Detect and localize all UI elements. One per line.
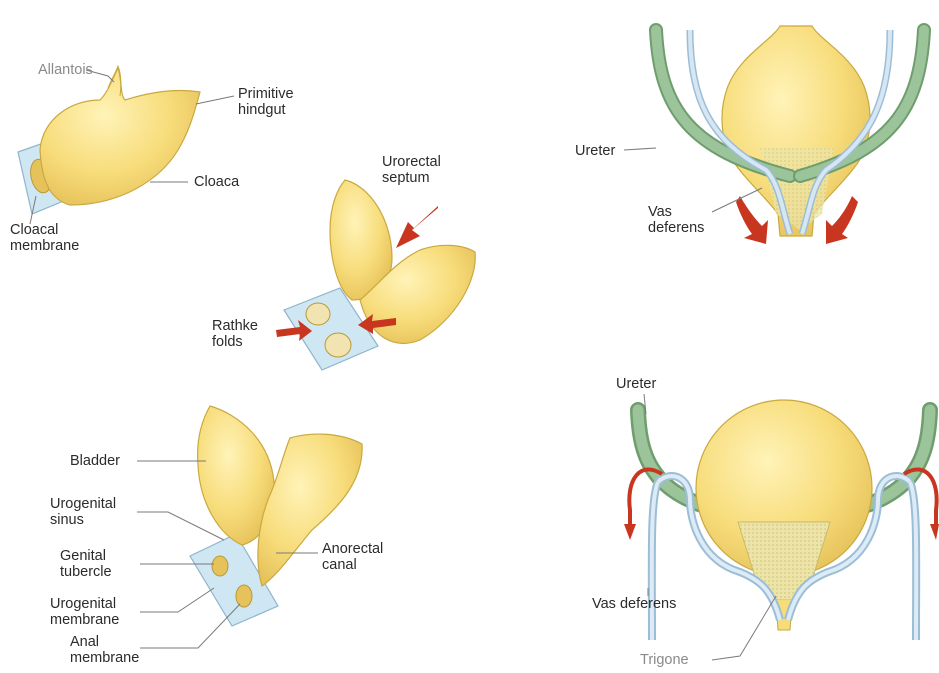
label-anal-membrane: Anal membrane [70, 634, 139, 666]
panel-cloaca-stage [18, 66, 200, 214]
label-cloaca: Cloaca [194, 174, 239, 190]
septum-arrow [396, 206, 438, 248]
label-rathke-folds: Rathke folds [212, 318, 258, 350]
migration-arrow-left [736, 196, 768, 244]
label-cloacal-membrane: Cloacal membrane [10, 222, 79, 254]
trigone-bottom [738, 522, 830, 600]
label-vas-deferens-bottom: Vas deferens [592, 596, 676, 612]
label-trigone: Trigone [640, 652, 689, 668]
label-urogenital-sinus: Urogenital sinus [50, 496, 116, 528]
trigone-top [760, 148, 834, 230]
migration-arrow-right [826, 196, 858, 244]
label-genital-tubercle: Genital tubercle [60, 548, 112, 580]
label-ureter-bottom: Ureter [616, 376, 656, 392]
label-bladder: Bladder [70, 453, 120, 469]
label-primitive-hindgut: Primitive hindgut [238, 86, 294, 118]
label-urorectal-septum: Urorectal septum [382, 154, 441, 186]
cloaca-shape [40, 68, 200, 205]
panel-separated-stage [190, 406, 362, 626]
label-urogenital-membrane: Urogenital membrane [50, 596, 119, 628]
label-vas-deferens-top: Vas deferens [648, 204, 704, 236]
panel-septum-stage [276, 180, 475, 370]
label-ureter-top: Ureter [575, 143, 615, 159]
label-allantois: Allantois [38, 62, 93, 78]
label-anorectal-canal: Anorectal canal [322, 541, 383, 573]
